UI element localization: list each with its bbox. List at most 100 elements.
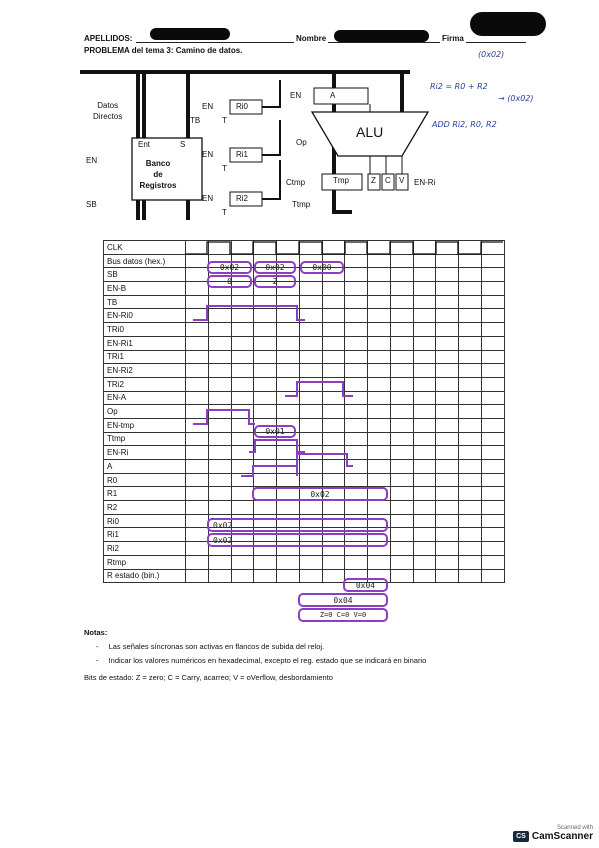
timing-cell <box>276 554 300 570</box>
ri1-box-label: Ri1 <box>236 150 249 159</box>
timing-cell <box>230 568 255 584</box>
alu-label: ALU <box>356 124 384 140</box>
timing-row-label: R2 <box>103 500 186 515</box>
timing-cell <box>185 513 209 529</box>
timing-cell <box>207 568 232 584</box>
timing-row-label: Op <box>103 404 186 419</box>
timing-cell <box>321 554 346 570</box>
timing-row-label: TRi0 <box>103 322 186 337</box>
timing-cell <box>480 486 505 502</box>
en-bank-label: EN <box>86 156 98 165</box>
banco-registros-label: Banco de Registros <box>139 159 177 190</box>
nombre-label: Nombre <box>296 34 327 43</box>
hand-note-2: Ri2 = R0 + R2 <box>430 82 488 91</box>
timing-row: R2 <box>103 500 505 515</box>
note-1-text: Las señales síncronas son activas en fla… <box>108 642 325 651</box>
note-2: - Indicar los valores numéricos en hexad… <box>96 656 427 665</box>
nombre-line <box>328 42 440 43</box>
timing-cell <box>230 500 255 515</box>
timing-row: Ttmp <box>103 431 505 447</box>
timing-row: Rtmp <box>103 554 505 570</box>
clk-waveform <box>185 241 503 255</box>
timing-row-label: CLK <box>103 240 186 255</box>
t-ri0-label: T <box>222 116 227 125</box>
camscanner-logo: CS CamScanner <box>513 831 593 842</box>
timing-cell <box>389 281 414 296</box>
timing-cell <box>389 541 414 556</box>
timing-cell <box>389 513 414 529</box>
timing-row: TRi2 <box>103 376 505 392</box>
timing-cell <box>253 500 277 515</box>
ri0-box-label: Ri0 <box>236 102 249 111</box>
timing-cell <box>321 568 346 584</box>
timing-cell <box>253 554 277 570</box>
timing-row-label: R estado (bin.) <box>103 568 186 584</box>
firma-label: Firma <box>442 34 464 43</box>
timing-row: EN-Ri <box>103 445 505 460</box>
note-1: - Las señales síncronas son activas en f… <box>96 642 325 651</box>
timing-cell <box>185 486 209 502</box>
z-flag-label: Z <box>371 176 376 185</box>
timing-cell <box>185 527 209 543</box>
timing-cell <box>480 281 505 296</box>
timing-cell <box>412 486 437 502</box>
timing-row: EN-B <box>103 281 505 296</box>
timing-cell <box>185 267 209 283</box>
timing-cell <box>367 554 391 570</box>
timing-cell <box>480 500 505 515</box>
timing-cell <box>389 568 414 584</box>
timing-cell <box>458 513 482 529</box>
timing-cell <box>298 281 323 296</box>
timing-cell <box>412 568 437 584</box>
timing-cell <box>458 568 482 584</box>
timing-cell <box>412 554 437 570</box>
estado-value: Z=0 C=0 V=0 <box>298 608 388 622</box>
timing-row-label: SB <box>103 267 186 283</box>
timing-cell <box>298 554 323 570</box>
rtmp-value: 0x04 <box>298 593 388 607</box>
firma-line <box>466 42 526 43</box>
apellidos-label: APELLIDOS: <box>84 34 133 43</box>
timing-row: R1 <box>103 486 505 502</box>
camscanner-badge-icon: CS <box>513 831 529 842</box>
timing-cell <box>458 486 482 502</box>
timing-cell <box>389 527 414 543</box>
timing-row-label: Ttmp <box>103 431 186 447</box>
scanned-with-text: Scanned with <box>556 825 593 831</box>
timing-row-label: Ri0 <box>103 513 186 529</box>
timing-cell <box>344 500 368 515</box>
notes-title: Notas: <box>84 628 108 637</box>
v-flag-label: V <box>399 176 405 185</box>
timing-cell <box>412 267 437 283</box>
ent-label: Ent <box>138 140 151 149</box>
camscanner-watermark: Scanned with CS CamScanner <box>513 825 593 842</box>
timing-row-label: Ri2 <box>103 541 186 556</box>
timing-row-label: EN-B <box>103 281 186 296</box>
timing-cell <box>435 281 459 296</box>
timing-cell <box>389 267 414 283</box>
apellidos-line <box>136 42 294 43</box>
timing-cell <box>458 541 482 556</box>
hand-note-1: (0x02) <box>478 50 505 59</box>
timing-cell <box>458 554 482 570</box>
redacted-signature <box>470 12 546 36</box>
signal-waveforms <box>193 305 353 477</box>
datos-directos-label: Datos Directos <box>93 101 123 121</box>
ri2-value: 0x04 <box>343 578 388 592</box>
c-flag-label: C <box>385 176 391 185</box>
note-2-text: Indicar los valores numéricos en hexadec… <box>108 656 427 665</box>
ri2-box-label: Ri2 <box>236 194 249 203</box>
timing-row: EN-Ri0 <box>103 308 505 324</box>
timing-cell <box>344 267 368 283</box>
timing-cell <box>389 486 414 502</box>
timing-cell <box>435 541 459 556</box>
timing-row-label: EN-Ri0 <box>103 308 186 324</box>
timing-row-label: EN-A <box>103 390 186 406</box>
timing-row-label: Rtmp <box>103 554 186 570</box>
en-a-label: EN <box>290 91 302 100</box>
timing-row-label: Ri1 <box>103 527 186 543</box>
tb-label: TB <box>190 116 201 125</box>
sb-value-2: 2 <box>254 275 296 288</box>
timing-cell <box>480 527 505 543</box>
